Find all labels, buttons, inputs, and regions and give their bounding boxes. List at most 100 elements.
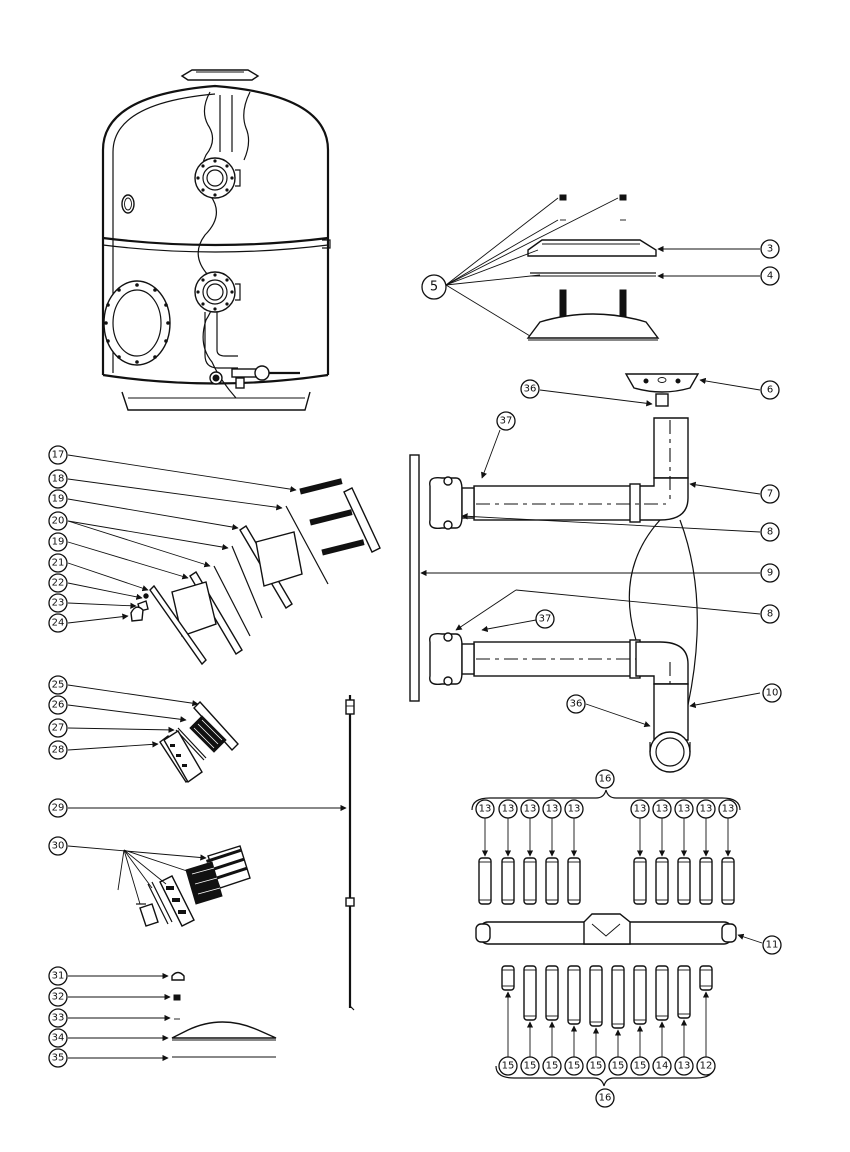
svg-text:35: 35: [52, 1053, 65, 1064]
filter-tank: [101, 69, 331, 411]
lower-lateral-tube: [523, 965, 537, 1021]
lateral-callout: 13: [630, 799, 650, 819]
svg-text:19: 19: [52, 537, 65, 548]
callout-16-top: 16: [595, 769, 615, 789]
lateral-number: 13: [524, 804, 537, 815]
pipe-assembly: [409, 373, 700, 773]
lateral-callout: 15: [520, 1056, 540, 1076]
lower-lateral-tube: [545, 965, 559, 1021]
lateral-number: 15: [502, 1061, 515, 1072]
svg-text:23: 23: [52, 598, 65, 609]
leader-lines: [67, 197, 763, 1062]
callout-10: 10: [762, 683, 782, 703]
upper-lateral-tube: [633, 857, 647, 905]
lateral-number: 13: [479, 804, 492, 815]
upper-lateral-tube: [478, 857, 492, 905]
upper-lateral-tube: [655, 857, 669, 905]
lateral-callout: 13: [652, 799, 672, 819]
lateral-callout: 15: [586, 1056, 606, 1076]
callout-22: 22: [48, 573, 68, 593]
callout-8-bottom: 8: [760, 604, 780, 624]
callout-8-top: 8: [760, 522, 780, 542]
svg-text:34: 34: [52, 1033, 65, 1044]
lower-lateral-tube: [633, 965, 647, 1025]
lateral-number: 15: [590, 1061, 603, 1072]
lower-laterals: [501, 965, 713, 1029]
lateral-callout: 13: [674, 1056, 694, 1076]
upper-lateral-tube: [677, 857, 691, 905]
svg-text:36: 36: [524, 384, 537, 395]
lateral-manifold: [475, 913, 737, 945]
lateral-callout: 15: [564, 1056, 584, 1076]
upper-lateral-tube: [721, 857, 735, 905]
lateral-number: 13: [656, 804, 669, 815]
callout-26: 26: [48, 695, 68, 715]
svg-text:17: 17: [52, 450, 65, 461]
svg-text:16: 16: [599, 1093, 612, 1104]
svg-text:31: 31: [52, 971, 65, 982]
callout-30: 30: [48, 836, 68, 856]
upper-lateral-tube: [523, 857, 537, 905]
callout-32: 32: [48, 987, 68, 1007]
air-release-rod: [345, 695, 355, 1011]
svg-text:32: 32: [52, 992, 65, 1003]
callout-37-top: 37: [496, 411, 516, 431]
callout-34: 34: [48, 1028, 68, 1048]
svg-text:26: 26: [52, 700, 65, 711]
callout-36-top: 36: [520, 379, 540, 399]
svg-text:3: 3: [767, 244, 773, 255]
svg-text:11: 11: [766, 940, 779, 951]
svg-text:27: 27: [52, 723, 65, 734]
svg-text:20: 20: [52, 516, 65, 527]
svg-text:25: 25: [52, 680, 65, 691]
lateral-callout: 13: [475, 799, 495, 819]
svg-text:29: 29: [52, 803, 65, 814]
lateral-number: 12: [700, 1061, 713, 1072]
svg-text:10: 10: [766, 688, 779, 699]
upper-lateral-tube: [567, 857, 581, 905]
handle-assembly: [526, 194, 660, 341]
lower-lateral-tube: [677, 965, 691, 1019]
strainer-assembly: [136, 845, 251, 927]
lateral-callout: 12: [696, 1056, 716, 1076]
svg-text:33: 33: [52, 1013, 65, 1024]
svg-text:30: 30: [52, 841, 65, 852]
lateral-number: 13: [568, 804, 581, 815]
svg-text:5: 5: [430, 280, 438, 295]
upper-lateral-tube: [699, 857, 713, 905]
callout-17: 17: [48, 445, 68, 465]
svg-text:6: 6: [767, 385, 773, 396]
lateral-callout: 14: [652, 1056, 672, 1076]
upper-laterals: [478, 857, 735, 905]
lateral-number: 13: [546, 804, 559, 815]
svg-text:19: 19: [52, 494, 65, 505]
top-cover-parts: [171, 971, 277, 1058]
upper-lateral-tube: [545, 857, 559, 905]
lateral-number: 13: [700, 804, 713, 815]
svg-text:8: 8: [767, 609, 773, 620]
callout-11: 11: [762, 935, 782, 955]
lower-lateral-tube: [589, 965, 603, 1027]
svg-text:37: 37: [539, 614, 552, 625]
lateral-number: 13: [502, 804, 515, 815]
svg-text:36: 36: [570, 699, 583, 710]
callout-18: 18: [48, 469, 68, 489]
callout-9: 9: [760, 563, 780, 583]
lateral-callout: 13: [696, 799, 716, 819]
lateral-leader-lines: [481, 818, 732, 1057]
lateral-callout: 15: [608, 1056, 628, 1076]
svg-text:16: 16: [599, 774, 612, 785]
lateral-callout: 15: [630, 1056, 650, 1076]
callout-33: 33: [48, 1008, 68, 1028]
callout-29: 29: [48, 798, 68, 818]
lateral-callout: 13: [674, 799, 694, 819]
lateral-callout: 15: [498, 1056, 518, 1076]
lower-lateral-tube: [699, 965, 713, 991]
manhole-assembly: [130, 478, 381, 666]
lateral-number: 15: [612, 1061, 625, 1072]
callout-37-bottom: 37: [535, 609, 555, 629]
